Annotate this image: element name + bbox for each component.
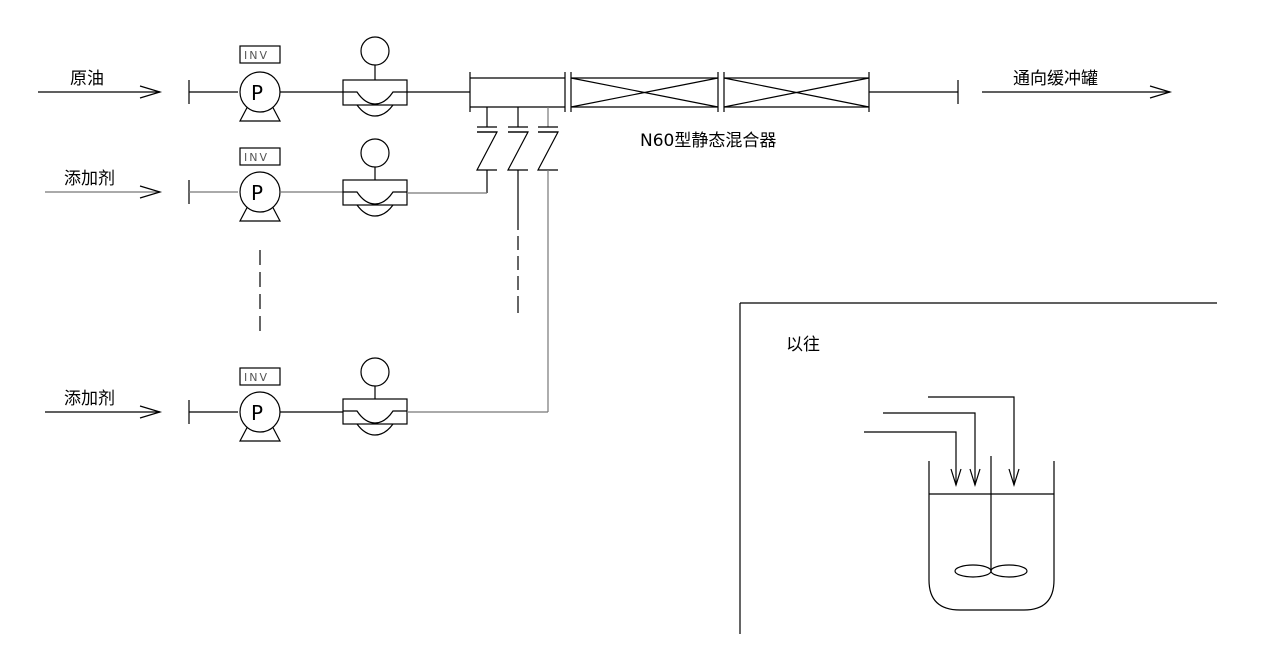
pump-letter: P (251, 401, 263, 425)
arrow-right-icon (139, 185, 163, 199)
inverter-label: INV (244, 151, 269, 164)
check-valve-icon (476, 107, 498, 193)
flowmeter-icon[interactable] (342, 357, 408, 436)
legacy-label: 以往 (786, 335, 820, 355)
flowmeter-icon[interactable] (342, 36, 408, 117)
stirred-tank-icon (864, 396, 1055, 611)
pump-icon[interactable]: INV P (239, 45, 281, 122)
pump-icon[interactable]: INV P (239, 147, 281, 222)
additive-label: 添加剂 (64, 389, 115, 409)
flowmeter-icon[interactable] (342, 138, 408, 217)
outlet-label: 通向缓冲罐 (1013, 69, 1098, 89)
arrow-down-icon (969, 468, 981, 488)
outlet-line: 通向缓冲罐 (869, 69, 1173, 104)
check-valve-icon (507, 107, 529, 230)
static-mixer-icon[interactable] (570, 72, 870, 112)
arrow-right-icon (139, 405, 163, 419)
inverter-label: INV (244, 371, 269, 384)
check-valve-icon (537, 107, 559, 412)
additive-line-n: 添加剂 INV P (45, 357, 548, 442)
arrow-right-icon (139, 85, 163, 99)
arrow-right-icon (1149, 85, 1173, 99)
manifold (469, 72, 572, 112)
pump-letter: P (251, 181, 263, 205)
arrow-down-icon (1008, 468, 1020, 488)
mixer-label: N60型静态混合器 (640, 131, 776, 151)
additive-line-1: 添加剂 INV P (45, 138, 487, 222)
pump-icon[interactable]: INV P (239, 367, 281, 442)
arrow-down-icon (950, 468, 962, 488)
inverter-label: INV (244, 49, 269, 62)
legacy-panel: 以往 (739, 302, 1217, 634)
pump-letter: P (251, 81, 263, 105)
crude-label: 原油 (70, 69, 104, 89)
additive-label: 添加剂 (64, 169, 115, 189)
crude-line: 原油 INV P (38, 36, 470, 122)
